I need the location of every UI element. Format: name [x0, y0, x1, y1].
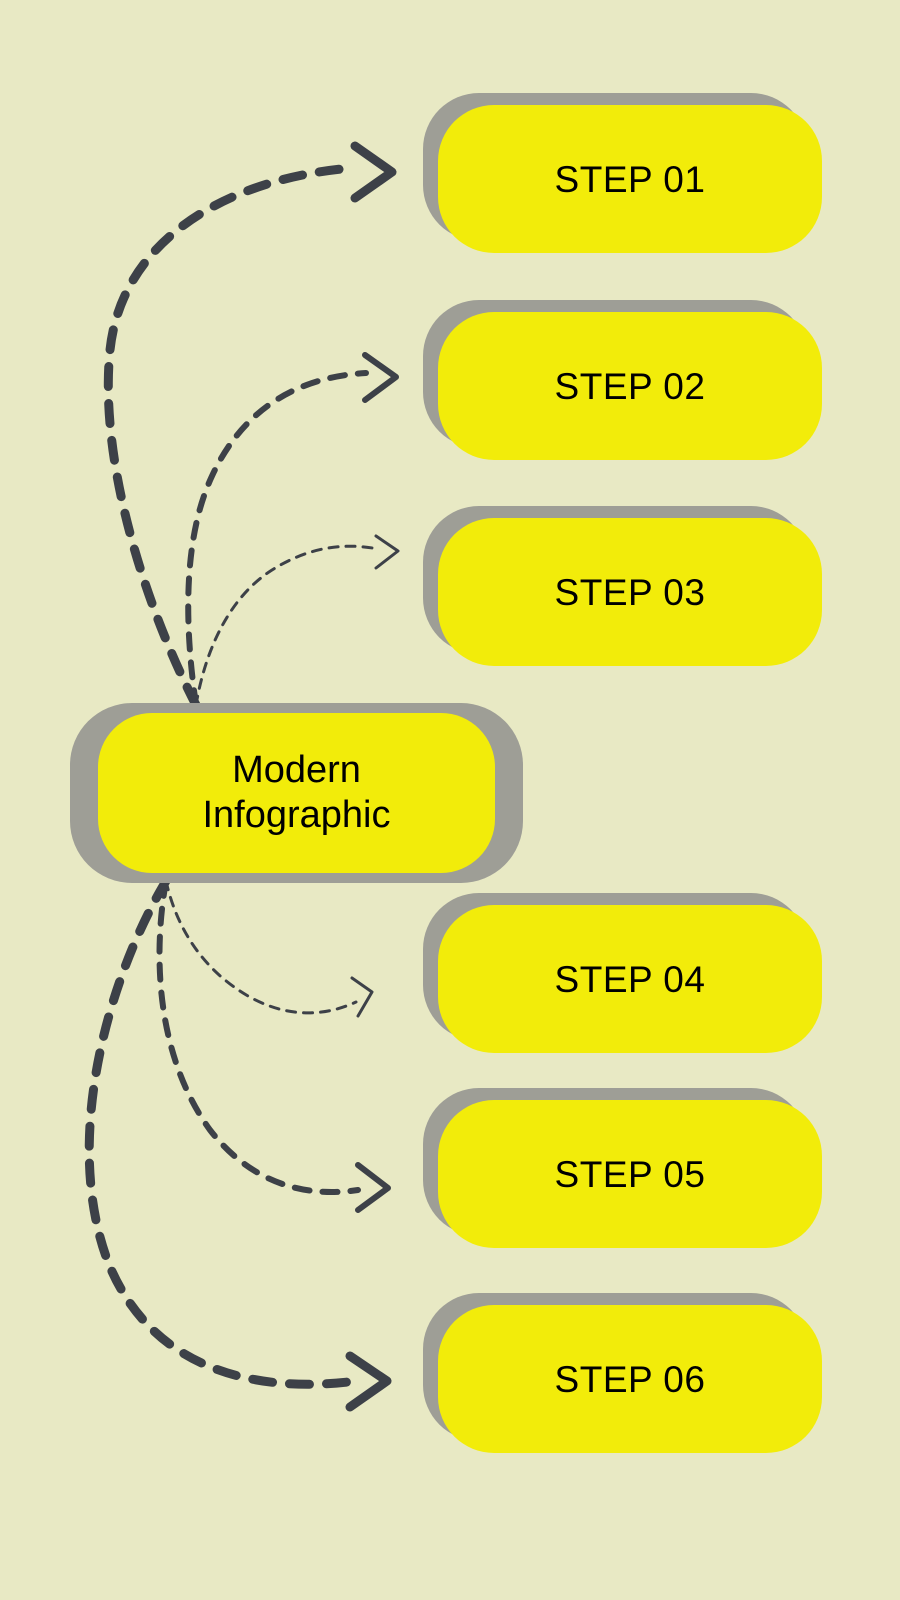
- step-card-label: STEP 03: [554, 571, 706, 613]
- step-card-label: STEP 01: [554, 158, 706, 200]
- step-card-step-02[interactable]: STEP 02: [423, 300, 823, 462]
- center-node-face[interactable]: Modern Infographic: [98, 713, 495, 873]
- step-card-step-04[interactable]: STEP 04: [423, 893, 823, 1055]
- step-card-face[interactable]: STEP 05: [438, 1100, 822, 1248]
- step-card-face[interactable]: STEP 03: [438, 518, 822, 666]
- step-card-label: STEP 05: [554, 1153, 706, 1195]
- arrow-to-step-05: [156, 878, 391, 1213]
- step-card-label: STEP 04: [554, 958, 706, 1000]
- center-node-title-line-2: Infographic: [202, 794, 391, 836]
- step-card-step-03[interactable]: STEP 03: [423, 506, 823, 668]
- arrow-to-step-06: [84, 876, 392, 1412]
- step-card-face[interactable]: STEP 04: [438, 905, 822, 1053]
- arrow-to-step-04: [164, 879, 374, 1018]
- step-card-face[interactable]: STEP 01: [438, 105, 822, 253]
- step-card-label: STEP 02: [554, 365, 706, 407]
- step-card-label: STEP 06: [554, 1358, 706, 1400]
- step-card-step-06[interactable]: STEP 06: [423, 1293, 823, 1455]
- step-card-step-01[interactable]: STEP 01: [423, 93, 823, 255]
- step-card-face[interactable]: STEP 02: [438, 312, 822, 460]
- center-node[interactable]: Modern Infographic: [70, 703, 523, 883]
- arrow-to-step-03: [194, 534, 400, 707]
- arrow-to-step-01: [103, 141, 397, 710]
- step-card-step-05[interactable]: STEP 05: [423, 1088, 823, 1250]
- step-card-face[interactable]: STEP 06: [438, 1305, 822, 1453]
- arrow-to-step-02: [185, 352, 399, 708]
- center-node-title-line-1: Modern: [232, 749, 361, 792]
